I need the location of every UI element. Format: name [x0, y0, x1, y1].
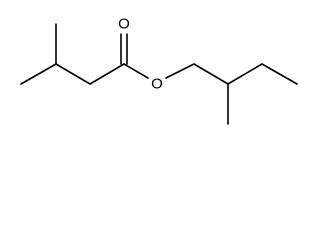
bond-carbonyl-ester-oxygen — [123, 63, 149, 79]
bond-ch2-carbonyl — [89, 63, 125, 85]
bond-branch-ethyl — [227, 63, 263, 85]
bond-ester-oxygen-ch2 — [165, 63, 195, 79]
chemical-structure-diagram: O O — [20, 16, 298, 125]
carbonyl-oxygen-label: O — [118, 16, 130, 33]
bond-ch2-branch — [193, 63, 229, 85]
bond-branch-ch2 — [55, 63, 91, 85]
bond-ethyl-terminal — [261, 63, 298, 85]
ester-oxygen-label: O — [151, 76, 163, 93]
bond-methyl-left — [20, 63, 57, 85]
